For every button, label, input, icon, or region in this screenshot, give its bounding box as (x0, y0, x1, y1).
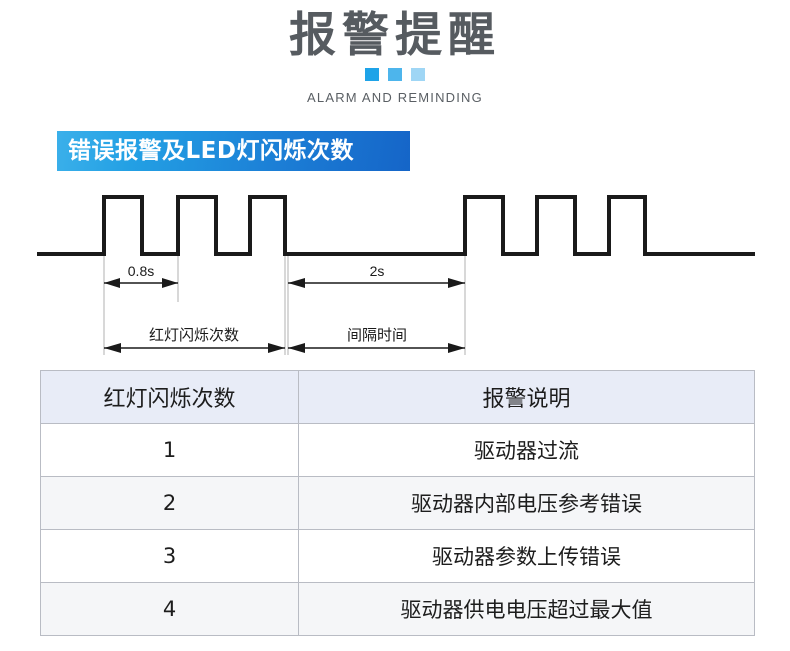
page-header: 报警提醒 ALARM AND REMINDING (0, 0, 790, 120)
alarm-code-table: 红灯闪烁次数 报警说明 1 驱动器过流 2 驱动器内部电压参考错误 3 驱动器参… (40, 370, 755, 636)
table-row: 4 驱动器供电电压超过最大值 (40, 582, 755, 636)
dimension-pulse-width: 0.8s (104, 263, 178, 288)
cell-blink-count: 3 (40, 529, 299, 583)
dimension-gap: 间隔时间 (288, 326, 465, 353)
waveform-diagram: 0.8s 2s 红灯闪烁次数 间隔时间 (0, 180, 790, 365)
pulse-waveform (37, 195, 755, 256)
pulse-width-label: 0.8s (128, 263, 154, 279)
burst-label: 红灯闪烁次数 (149, 326, 239, 344)
cell-alarm-description: 驱动器过流 (298, 423, 755, 477)
decor-square-1-icon (365, 68, 379, 81)
cell-blink-count: 4 (40, 582, 299, 636)
column-header-blink-count: 红灯闪烁次数 (40, 370, 299, 424)
dimension-burst: 红灯闪烁次数 (104, 326, 285, 353)
cell-alarm-description: 驱动器参数上传错误 (298, 529, 755, 583)
decor-square-3-icon (411, 68, 425, 81)
guide-lines (103, 254, 466, 355)
table-row: 2 驱动器内部电压参考错误 (40, 476, 755, 530)
cell-blink-count: 2 (40, 476, 299, 530)
table-row: 1 驱动器过流 (40, 423, 755, 477)
section-banner: 错误报警及LED灯闪烁次数 (57, 131, 410, 171)
gap-label: 间隔时间 (347, 326, 407, 344)
table-header-row: 红灯闪烁次数 报警说明 (40, 370, 755, 424)
page-subtitle: ALARM AND REMINDING (307, 90, 483, 105)
decor-square-2-icon (388, 68, 402, 81)
table-row: 3 驱动器参数上传错误 (40, 529, 755, 583)
page-title: 报警提醒 (289, 8, 501, 63)
cell-blink-count: 1 (40, 423, 299, 477)
cell-alarm-description: 驱动器内部电压参考错误 (298, 476, 755, 530)
cell-alarm-description: 驱动器供电电压超过最大值 (298, 582, 755, 636)
dimension-interval: 2s (288, 263, 465, 288)
interval-label: 2s (370, 263, 385, 279)
column-header-alarm-description: 报警说明 (298, 370, 755, 424)
decorative-squares (0, 68, 790, 81)
